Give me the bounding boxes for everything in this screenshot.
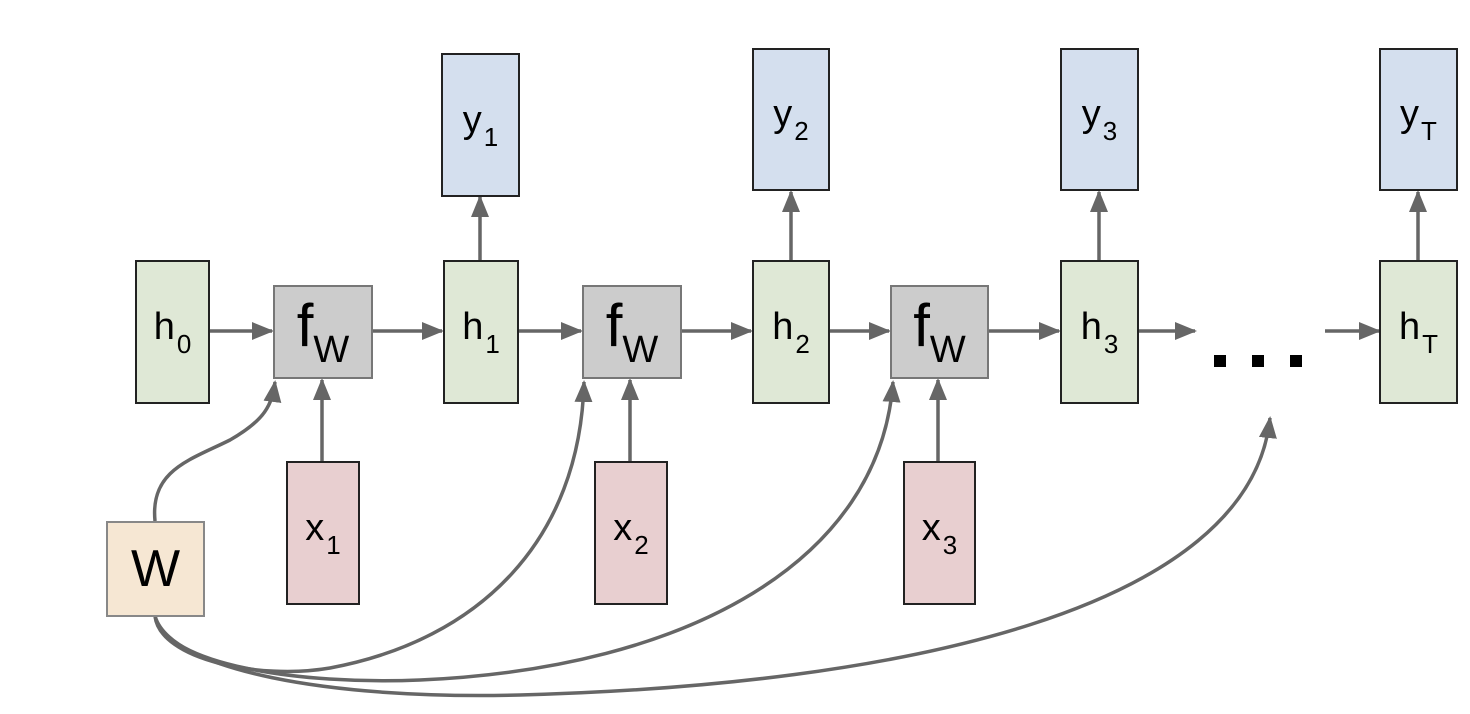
- node-x3: x3: [903, 461, 976, 605]
- edge-W-f2: [153, 380, 593, 674]
- label-fw-1: fW: [296, 291, 350, 371]
- node-x2: x2: [594, 461, 668, 605]
- node-y1: y1: [441, 53, 520, 197]
- node-h3: h3: [1060, 260, 1139, 404]
- node-yT: yT: [1379, 48, 1458, 191]
- ellipsis-dot: [1252, 355, 1264, 367]
- label-x2: x2: [613, 506, 649, 560]
- edge-W-f1: [152, 380, 282, 522]
- node-fw-2: fW: [582, 285, 682, 379]
- ellipsis-dot: [1290, 355, 1302, 367]
- node-x1: x1: [286, 461, 360, 605]
- node-fw-3: fW: [890, 285, 989, 379]
- node-W: W: [106, 521, 205, 617]
- label-y1: y1: [462, 98, 499, 152]
- edge-W-f3: [153, 380, 901, 683]
- label-W: W: [130, 540, 181, 598]
- label-fw-2: fW: [605, 291, 659, 371]
- label-y2: y2: [773, 93, 809, 146]
- label-h2: h2: [772, 305, 810, 359]
- ellipsis-dot: [1214, 355, 1226, 367]
- label-y3: y3: [1081, 93, 1118, 146]
- node-y2: y2: [752, 48, 830, 191]
- node-h0: h0: [135, 260, 210, 404]
- node-h2: h2: [752, 260, 830, 404]
- node-y3: y3: [1060, 48, 1139, 191]
- node-fw-1: fW: [273, 285, 373, 379]
- label-yT: yT: [1400, 93, 1437, 146]
- label-x3: x3: [921, 506, 958, 560]
- label-hT: hT: [1398, 305, 1439, 359]
- label-h1: h1: [462, 305, 500, 359]
- edge-W-ellipsis: [153, 416, 1277, 698]
- label-h0: h0: [153, 305, 192, 359]
- label-x1: x1: [305, 506, 341, 560]
- node-h1: h1: [443, 260, 519, 404]
- label-fw-3: fW: [913, 291, 966, 371]
- ellipsis: [1214, 355, 1302, 367]
- label-h3: h3: [1080, 305, 1119, 359]
- node-hT: hT: [1379, 260, 1458, 404]
